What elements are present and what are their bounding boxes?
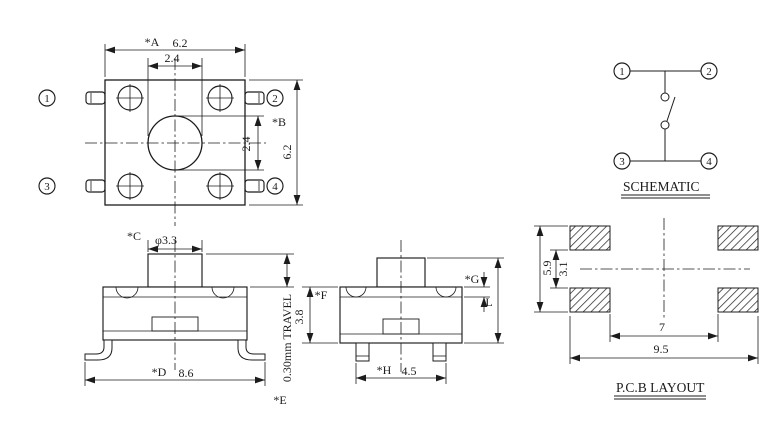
pin-3-marker	[38, 177, 56, 195]
terminal-3	[85, 179, 106, 193]
schematic-title: SCHEMATIC	[623, 179, 700, 194]
dim-b-label: *B	[272, 115, 286, 129]
schematic-pin-2-marker	[700, 62, 718, 80]
terminal-4	[244, 179, 265, 193]
dim-outer-horizontal: 9.5	[654, 342, 669, 356]
dim-a-value: 6.2	[173, 36, 188, 50]
pin-4-number: 4	[272, 181, 278, 193]
dim-l-label: L	[485, 295, 492, 309]
dim-d-label: *D	[152, 365, 167, 379]
pcb-leg-right	[432, 342, 447, 362]
dim-outer-vertical: 5.9	[540, 261, 554, 276]
pin-2-number: 2	[272, 93, 278, 105]
schematic-pin-1: 1	[619, 66, 625, 78]
dim-e-value: 0.30mm TRAVEL	[280, 294, 294, 382]
schematic-pin-4-marker	[700, 152, 718, 170]
pin-1-marker	[38, 89, 56, 107]
pcb-leg-left	[355, 342, 370, 362]
switch-blade	[666, 96, 676, 122]
switch-body-side	[339, 286, 463, 344]
terminal-1	[85, 91, 106, 105]
dim-h-value: 4.5	[402, 364, 417, 378]
contact-fixed	[660, 92, 670, 102]
schematic-pin-2: 2	[706, 66, 712, 78]
dim-c-value: φ3.3	[155, 233, 177, 247]
terminal-2	[244, 91, 265, 105]
gullwing-lead-right	[237, 339, 266, 361]
dim-a-label: *A	[145, 35, 160, 49]
schematic-pin-4: 4	[706, 156, 712, 168]
dim-g-label: *G	[465, 272, 480, 286]
dim-top-inner-value: 2.4	[165, 51, 180, 65]
pin-4-marker	[266, 177, 284, 195]
side-view: *F 3.8 *G L *H 4.5	[292, 240, 504, 384]
corner-contact-circles	[116, 84, 234, 200]
gullwing-lead-left	[84, 339, 113, 361]
dim-d-value: 8.6	[179, 366, 194, 380]
top-view: 1 2 3 4 *A 6.2 2.4 2.4 *B 6.2	[38, 35, 303, 226]
dim-c-label: *C	[127, 229, 141, 243]
dim-inner-vertical: 3.1	[556, 262, 570, 277]
dim-right-inner-value: 2.4	[239, 137, 253, 152]
pin-2-marker	[266, 89, 284, 107]
pcb-pad-bottom-left	[569, 287, 611, 313]
pin-3-number: 3	[44, 181, 50, 193]
schematic-view: 1 2 3 4 SCHEMATIC	[613, 62, 718, 199]
pcb-pad-bottom-right	[717, 287, 759, 313]
front-view: *C φ3.3 0.30mm TRAVEL *E *D 8.6	[84, 229, 294, 407]
schematic-pin-1-marker	[613, 62, 631, 80]
dim-f-value: 3.8	[292, 310, 306, 325]
dim-b-value: 6.2	[280, 145, 294, 160]
schematic-pin-3-marker	[613, 152, 631, 170]
dim-inner-horizontal: 7	[659, 320, 665, 334]
pcb-layout-title: P.C.B LAYOUT	[616, 380, 705, 395]
dim-e-label: *E	[273, 393, 286, 407]
pcb-pad-top-left	[569, 225, 611, 251]
dim-h-label: *H	[377, 363, 392, 377]
contact-moving	[660, 120, 670, 130]
dim-f-label: *F	[315, 288, 328, 302]
schematic-pin-3: 3	[619, 156, 625, 168]
pin-1-number: 1	[44, 93, 50, 105]
pcb-layout-view: 5.9 3.1 7 9.5 P.C.B LAYOUT	[534, 218, 759, 400]
pcb-pad-top-right	[717, 225, 759, 251]
